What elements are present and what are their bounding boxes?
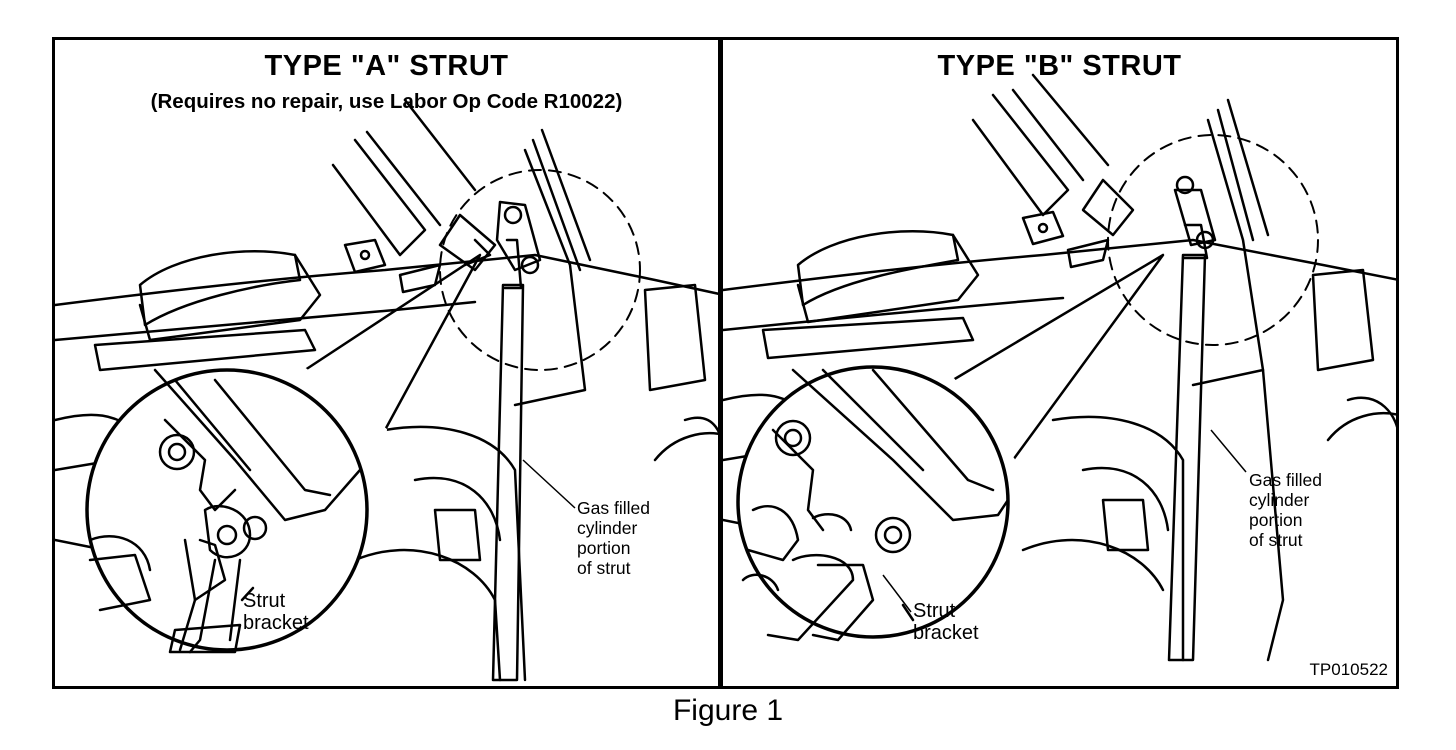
- type-a-title: TYPE "A" STRUT: [264, 50, 509, 82]
- type-b-cylinder-line2: cylinder: [1249, 490, 1310, 510]
- type-a-cylinder-line3: portion: [577, 538, 631, 558]
- figure-code: TP010522: [1309, 660, 1388, 679]
- type-b-line-drawing: [723, 73, 1396, 662]
- type-b-cylinder-label: Gas filled cylinder portion of strut: [1249, 470, 1322, 550]
- type-a-cylinder-line4: of strut: [577, 558, 631, 578]
- type-b-cylinder-line3: portion: [1249, 510, 1303, 530]
- type-b-bracket-line2: bracket: [913, 622, 979, 644]
- type-a-line-drawing: [55, 98, 718, 682]
- type-a-bracket-line2: bracket: [243, 612, 309, 634]
- panel-type-a: TYPE "A" STRUT (Requires no repair, use …: [52, 37, 721, 689]
- type-a-cylinder-line2: cylinder: [577, 518, 638, 538]
- type-a-subtitle: (Requires no repair, use Labor Op Code R…: [150, 90, 623, 113]
- type-a-cylinder-line1: Gas filled: [577, 498, 650, 518]
- panel-type-b: TYPE "B" STRUT Strut bracket Gas filled …: [719, 37, 1399, 689]
- figure-caption: Figure 1: [672, 694, 784, 727]
- type-a-cylinder-label: Gas filled cylinder portion of strut: [577, 498, 650, 578]
- type-b-strut-bracket-label: Strut bracket: [913, 600, 979, 644]
- type-a-leader-lines: [522, 459, 576, 509]
- type-b-cylinder-line4: of strut: [1249, 530, 1303, 550]
- type-b-cylinder-line1: Gas filled: [1249, 470, 1322, 490]
- type-a-strut-bracket-label: Strut bracket: [243, 590, 309, 634]
- type-a-bracket-line1: Strut: [243, 590, 286, 612]
- type-b-title: TYPE "B" STRUT: [937, 50, 1182, 82]
- type-b-bracket-line1: Strut: [913, 600, 956, 622]
- type-b-leader-lines: [882, 429, 1247, 613]
